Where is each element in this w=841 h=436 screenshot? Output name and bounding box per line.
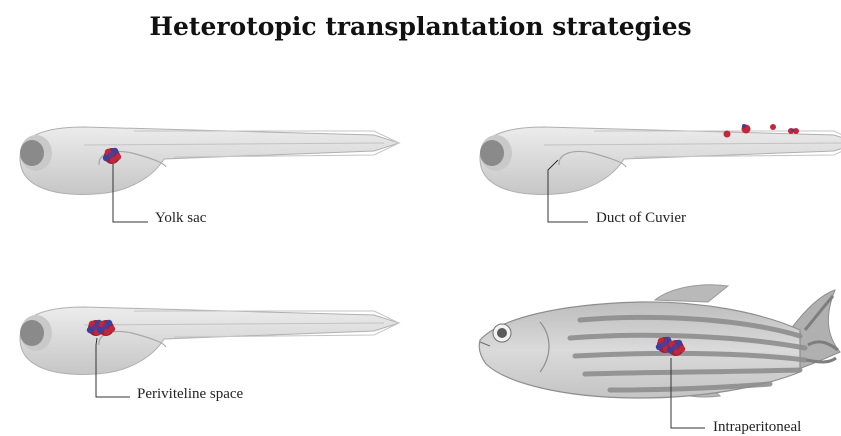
label-duct-of-cuvier: Duct of Cuvier [596, 210, 686, 227]
panel-intraperitoneal [479, 285, 840, 428]
label-periviteline-space: Periviteline space [137, 386, 243, 403]
larva-illustration [480, 127, 841, 194]
larva-illustration [20, 127, 399, 194]
label-intraperitoneal: Intraperitoneal [713, 419, 801, 436]
larva-illustration [20, 307, 399, 374]
label-yolk-sac: Yolk sac [155, 210, 206, 227]
panel-yolk-sac [20, 127, 399, 222]
panel-periviteline-space [20, 307, 399, 397]
diagram-title: Heterotopic transplantation strategies [0, 12, 841, 41]
panel-duct-of-cuvier [480, 124, 841, 222]
